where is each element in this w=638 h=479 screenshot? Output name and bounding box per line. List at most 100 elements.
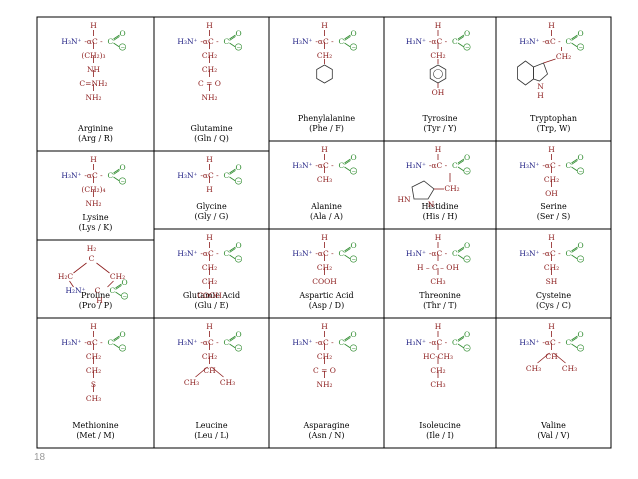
ring-bond xyxy=(73,262,87,274)
carboxyl-oxygen-ion xyxy=(349,167,357,175)
carboxyl-oxygen-ion xyxy=(349,255,357,263)
carboxyl-double-bond xyxy=(457,158,465,164)
carboxyl-double-bond xyxy=(457,248,465,253)
carboxyl-single-bond xyxy=(229,42,236,48)
carboxyl-oxygen-ion xyxy=(235,344,243,352)
carboxyl-oxygen-ion xyxy=(235,43,243,51)
carboxyl-minus: − xyxy=(352,257,357,263)
carboxyl-oxygen: O xyxy=(578,153,584,162)
ring-group: CH₂ xyxy=(110,272,125,281)
carboxyl-double-bond xyxy=(229,337,236,342)
carboxyl-carbon: C xyxy=(108,338,114,347)
amine-group: H₃N⁺ xyxy=(61,338,81,347)
carboxyl-oxygen-ion xyxy=(463,43,471,51)
ring-group: H xyxy=(96,296,103,305)
amino-acid-name: Methionine xyxy=(72,421,119,430)
carboxyl-double-bond xyxy=(115,283,122,289)
carboxyl-minus: − xyxy=(579,257,584,263)
alpha-carbon: -αC - xyxy=(542,338,561,347)
alpha-hydrogen: H xyxy=(206,155,213,164)
amine-group: H₃N⁺ xyxy=(519,37,539,46)
alpha-carbon: -αC - xyxy=(315,161,334,170)
carboxyl-double-bond xyxy=(344,248,351,253)
alpha-hydrogen: H xyxy=(206,322,213,331)
branch-bond xyxy=(211,366,224,378)
side-chain-group: CH₂ xyxy=(202,277,217,286)
amine-group: H₃N⁺ xyxy=(406,161,426,170)
aromatic-circle xyxy=(433,69,443,79)
amine-group: H₃N⁺ xyxy=(519,338,539,347)
side-chain-group: H xyxy=(206,185,213,194)
carboxyl-double-bond xyxy=(571,248,578,253)
ring-amine: H₂N⁺ xyxy=(65,286,85,295)
amino-acid-abbreviation: (Asp / D) xyxy=(309,301,344,310)
carboxyl-double-bond xyxy=(344,335,351,341)
amino-acid-name: Alanine xyxy=(310,202,342,211)
carboxyl-oxygen-ion xyxy=(119,344,127,352)
amino-acid-abbreviation: (Ala / A) xyxy=(310,212,343,221)
side-chain-group: CH xyxy=(545,352,558,361)
amino-acid-name: Valine xyxy=(540,421,566,430)
indole-benzene-ring xyxy=(517,60,534,86)
amino-acid-name: Lysine xyxy=(82,213,109,222)
carboxyl-oxygen: O xyxy=(236,163,242,172)
alpha-hydrogen: H xyxy=(548,21,555,30)
carboxyl-double-bond xyxy=(344,337,351,342)
carboxyl-single-bond xyxy=(229,343,236,349)
carboxyl-single-bond xyxy=(571,254,578,260)
alpha-hydrogen: H xyxy=(548,145,555,154)
carboxyl-double-bond xyxy=(571,335,578,341)
carboxyl-minus: − xyxy=(579,169,584,175)
alpha-carbon: -αC - xyxy=(429,161,448,170)
alpha-hydrogen: H xyxy=(206,21,213,30)
carboxyl-double-bond xyxy=(229,248,236,253)
carboxyl-oxygen: O xyxy=(120,330,126,339)
carboxyl-carbon: C xyxy=(452,37,458,46)
amino-acid-abbreviation: (Lys / K) xyxy=(79,223,113,232)
amine-group: H₃N⁺ xyxy=(406,338,426,347)
amino-acid-name: Cysteine xyxy=(536,291,571,300)
alpha-carbon: -αC - xyxy=(200,171,219,180)
carboxyl-carbon: C xyxy=(224,37,230,46)
alpha-hydrogen: H xyxy=(435,145,442,154)
carboxyl-oxygen-ion xyxy=(235,255,243,263)
amino-acid-abbreviation: (Thr / T) xyxy=(423,301,457,310)
amino-acid-name: Glutamic Acid xyxy=(183,291,240,300)
carboxyl-single-bond xyxy=(115,291,122,297)
side-chain-group: NH₂ xyxy=(316,380,332,389)
carboxyl-carbon: C xyxy=(108,171,114,180)
carboxyl-oxygen: O xyxy=(122,278,128,287)
carboxyl-single-bond xyxy=(113,176,120,182)
side-chain-group: CH₂ xyxy=(202,51,217,60)
carboxyl-oxygen-ion xyxy=(463,344,471,352)
branch-group: CH₃ xyxy=(184,378,199,387)
carboxyl-carbon: C xyxy=(452,338,458,347)
ring-bond xyxy=(107,280,114,288)
carboxyl-carbon: C xyxy=(566,37,572,46)
carboxyl-double-bond xyxy=(229,168,236,174)
amine-group: H₃N⁺ xyxy=(177,171,197,180)
alpha-carbon: -αC - xyxy=(315,338,334,347)
amino-acid-name: Aspartic Acid xyxy=(298,291,353,300)
side-chain-group: H – C – OH xyxy=(417,263,459,272)
alpha-hydrogen: H xyxy=(206,233,213,242)
alpha-carbon: -αC - xyxy=(84,37,103,46)
alpha-hydrogen: H xyxy=(90,155,97,164)
carboxyl-oxygen: O xyxy=(351,241,357,250)
side-chain-group: HC-CH₃ xyxy=(423,352,453,361)
carboxyl-oxygen: O xyxy=(236,29,242,38)
ring-bond xyxy=(69,280,74,288)
alpha-hydrogen: H xyxy=(321,322,328,331)
amine-group: H₃N⁺ xyxy=(292,249,312,258)
carboxyl-double-bond xyxy=(344,158,351,164)
alpha-carbon: -αC - xyxy=(200,37,219,46)
carboxyl-minus: − xyxy=(237,45,242,51)
